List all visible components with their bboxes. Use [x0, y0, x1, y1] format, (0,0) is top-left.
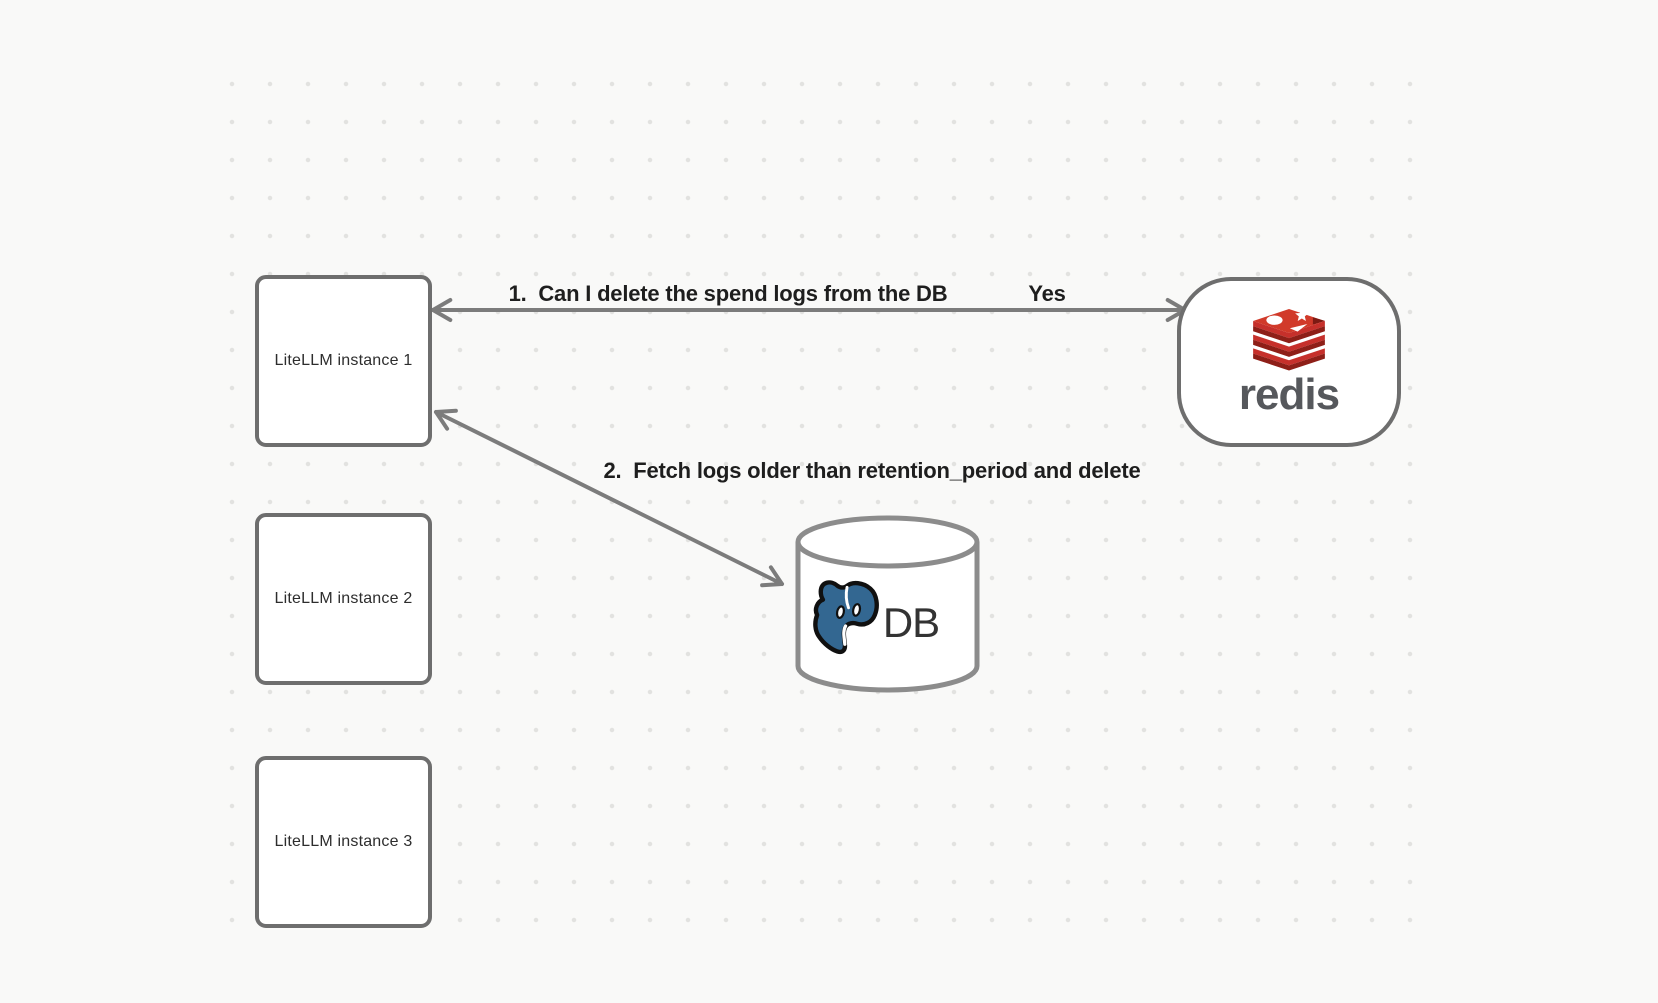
node-litellm-instance-3[interactable]: LiteLLM instance 3 [255, 756, 432, 928]
node-redis[interactable]: redis [1177, 277, 1401, 447]
arrow-2-label[interactable]: 2. Fetch logs older than retention_perio… [603, 458, 1141, 483]
db-label: DB [882, 599, 940, 646]
node-litellm-instance-1[interactable]: LiteLLM instance 1 [255, 275, 432, 447]
node-db-cylinder[interactable] [795, 514, 981, 696]
arrow-1-response-label[interactable]: Yes [1028, 281, 1066, 306]
postgresql-elephant-icon [813, 580, 879, 655]
redis-stack-icon [1253, 308, 1325, 371]
node-litellm-instance-2[interactable]: LiteLLM instance 2 [255, 513, 432, 685]
node-label: LiteLLM instance 3 [274, 833, 413, 850]
node-label: LiteLLM instance 2 [274, 590, 413, 607]
arrow-1-label[interactable]: 1. Can I delete the spend logs from the … [508, 281, 948, 306]
node-label: LiteLLM instance 1 [274, 352, 413, 369]
arrow-fetch-logs[interactable] [434, 408, 784, 588]
redis-wordmark: redis [1238, 369, 1340, 419]
